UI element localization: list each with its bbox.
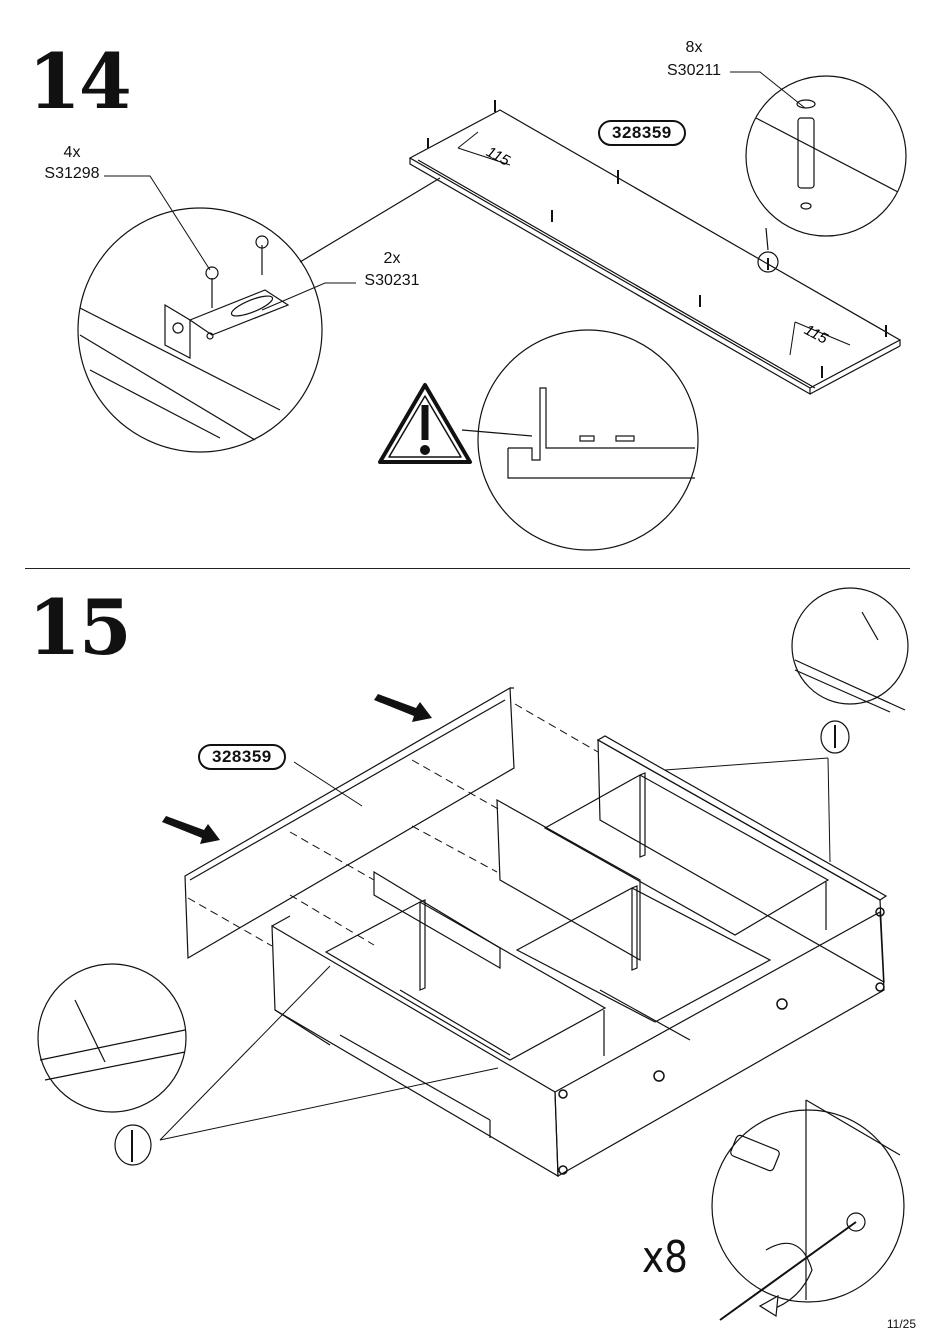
cambolt-detail-circle	[745, 75, 907, 273]
back-panel	[184, 686, 515, 960]
screw-qty: 4x	[63, 144, 81, 161]
mark-leaders	[159, 757, 831, 1141]
inner-dividers	[324, 772, 830, 1061]
multiplier-label: x8	[642, 1232, 688, 1283]
pencil-detail-circle-top	[791, 587, 909, 754]
screwdriver-detail-circle	[711, 1099, 905, 1321]
leader-lines	[104, 71, 806, 311]
alignment-dashes	[187, 703, 599, 947]
step-14-number: 14	[28, 37, 132, 126]
arrow-icon	[162, 694, 432, 844]
bottom-rails	[274, 1009, 491, 1138]
page-number: 11/25	[886, 1317, 916, 1331]
part-label-step15: 328359	[198, 744, 286, 770]
cambolt-code: S30211	[667, 62, 721, 79]
board-328359	[408, 109, 902, 396]
cam-locks	[558, 907, 885, 1175]
warning-detail-circle	[461, 329, 699, 551]
bracket-detail-circle	[77, 177, 441, 453]
part-label-step14: 328359	[598, 120, 686, 146]
screw-code: S31298	[44, 165, 100, 182]
bracket-qty: 2x	[383, 250, 401, 267]
dimension-lines	[457, 131, 851, 356]
step-divider	[25, 568, 910, 569]
warning-triangle-icon	[378, 383, 472, 464]
step-15-number: 15	[28, 583, 132, 672]
pencil-detail-circle-left	[37, 963, 187, 1166]
dim-left-text: 115	[483, 143, 513, 170]
cambolt-qty: 8x	[685, 39, 703, 56]
dim-right-text: 115	[801, 321, 831, 348]
front-panel	[271, 911, 885, 1178]
bracket-code: S30231	[364, 272, 420, 289]
cam-bolt-marks	[427, 100, 887, 378]
